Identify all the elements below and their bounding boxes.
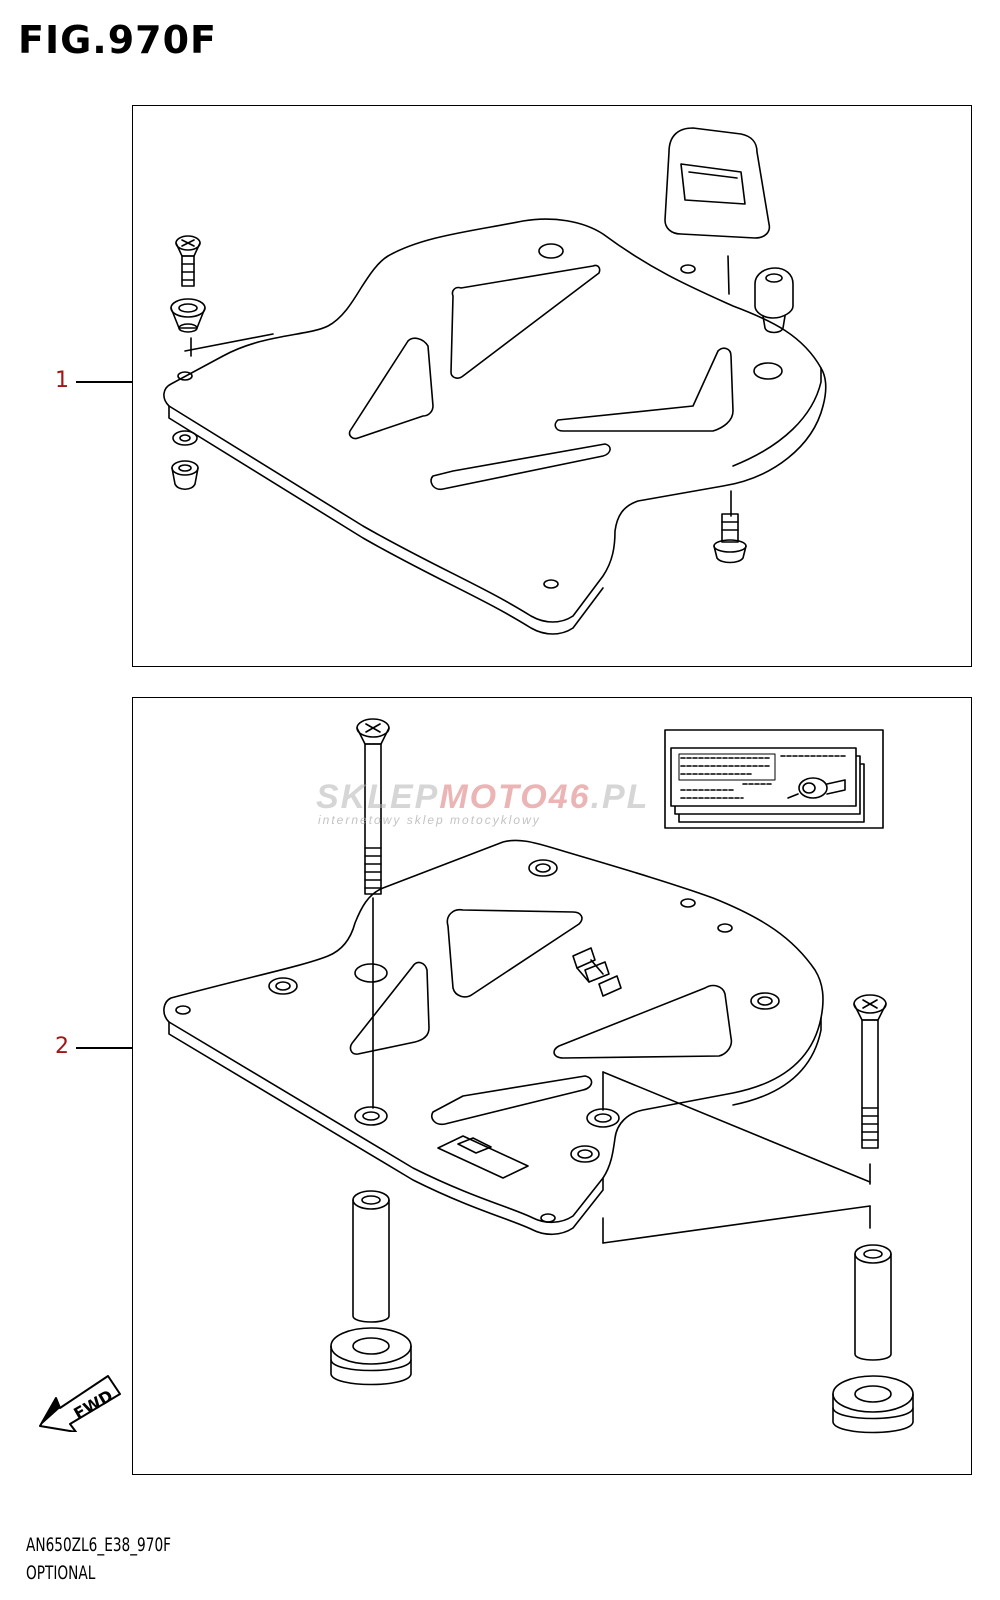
suzuki-logo-icon bbox=[572, 947, 622, 997]
callout-2-label[interactable]: 2 bbox=[55, 1034, 69, 1059]
caution-label-icon bbox=[437, 1135, 529, 1179]
mount-hole bbox=[570, 1145, 600, 1163]
plate-slot bbox=[430, 1075, 593, 1126]
mount-hole bbox=[268, 977, 298, 995]
mount-hole bbox=[750, 992, 780, 1010]
key-icon bbox=[787, 777, 846, 799]
callout-2-leader bbox=[76, 1047, 132, 1049]
plate-slot bbox=[553, 984, 733, 1059]
carrier-plate-edge bbox=[168, 405, 604, 635]
plate-slot bbox=[446, 908, 583, 998]
panel-carrier-plate bbox=[132, 105, 972, 667]
watermark-part-c: 46 bbox=[548, 778, 591, 816]
watermark-part-d: .PL bbox=[590, 778, 650, 816]
watermark-subtitle: internetowy sklep motocyklowy bbox=[318, 813, 541, 827]
plate-slot bbox=[430, 443, 611, 491]
plate-slot bbox=[349, 961, 430, 1055]
top-case-plate-outline bbox=[163, 839, 824, 1224]
plate-slot bbox=[450, 264, 601, 379]
spacer-collar-icon bbox=[352, 1190, 390, 1323]
nut-icon bbox=[171, 460, 199, 491]
top-case-plate-drawing bbox=[163, 718, 914, 1434]
rubber-damper-icon bbox=[832, 1375, 914, 1434]
instruction-card-icon bbox=[664, 729, 884, 829]
washer-icon bbox=[172, 430, 198, 446]
callout-1-leader bbox=[76, 381, 132, 383]
callout-1-label[interactable]: 1 bbox=[55, 368, 69, 393]
long-bolt-icon bbox=[356, 718, 390, 895]
watermark-part-a: SKLEP bbox=[316, 778, 440, 816]
fwd-arrow-icon: FWD bbox=[39, 1375, 121, 1432]
section-name: OPTIONAL bbox=[26, 1562, 96, 1584]
flange-bolt-icon bbox=[713, 513, 747, 564]
screw-icon bbox=[175, 235, 201, 287]
rubber-handle-icon bbox=[664, 127, 771, 239]
figure-title: FIG.970F bbox=[18, 18, 218, 62]
carrier-plate-drawing bbox=[163, 127, 827, 635]
carrier-plate-outline bbox=[163, 218, 827, 623]
plate-slot bbox=[554, 347, 734, 432]
plate-slot bbox=[348, 337, 434, 440]
rubber-damper-icon bbox=[330, 1327, 412, 1386]
watermark: SKLEPMOTO46.PL internetowy sklep motocyk… bbox=[316, 778, 649, 827]
watermark-part-b: MOTO bbox=[439, 778, 549, 816]
model-code: AN650ZL6_E38_970F bbox=[26, 1534, 172, 1556]
panel-top-case-plate bbox=[132, 697, 972, 1475]
spacer-collar-icon bbox=[854, 1244, 892, 1361]
mount-hole bbox=[528, 859, 558, 877]
collar-icon bbox=[170, 298, 206, 333]
long-bolt-icon bbox=[853, 994, 887, 1149]
knob-bolt-icon bbox=[754, 267, 794, 334]
